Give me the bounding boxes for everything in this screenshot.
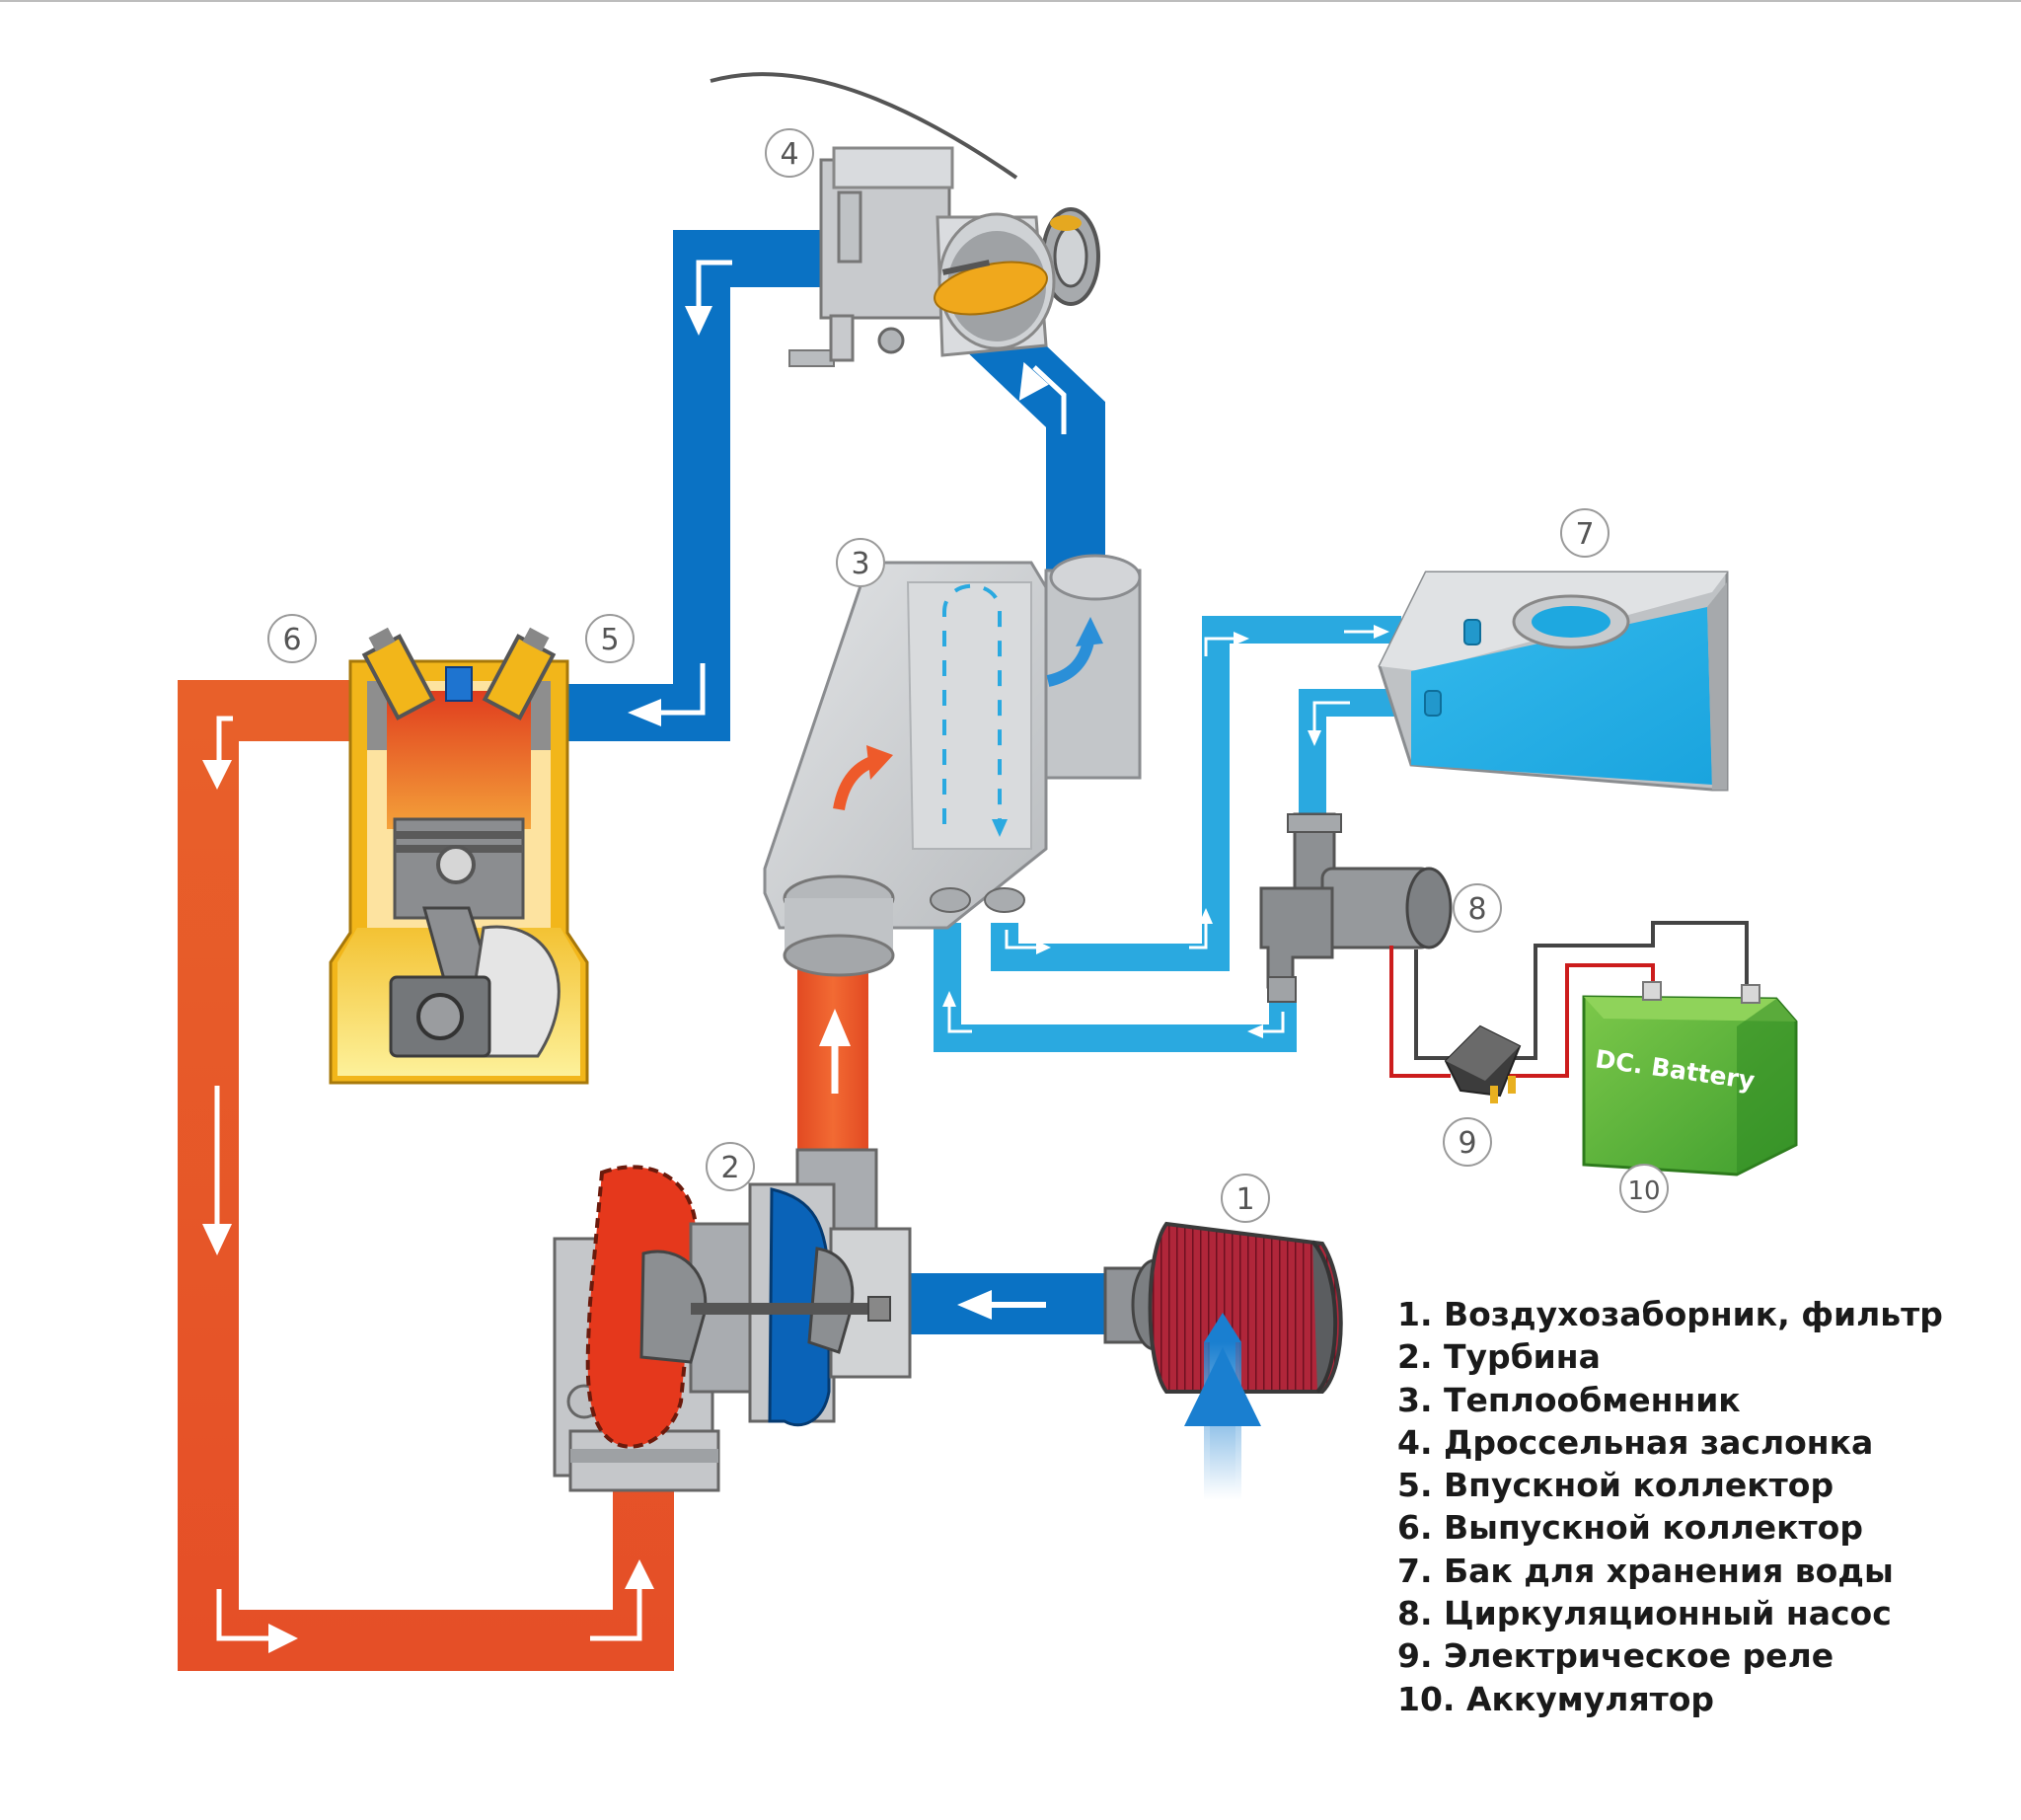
svg-text:2: 2 — [720, 1151, 739, 1185]
number-circle-8: 8 — [1453, 883, 1502, 933]
arrow-exhaust-down-2 — [202, 1224, 232, 1255]
arrow-intake-up — [1204, 1313, 1241, 1342]
svg-text:10: 10 — [1627, 1176, 1660, 1206]
number-circle-7: 7 — [1560, 508, 1609, 558]
svg-text:9: 9 — [1458, 1126, 1476, 1161]
arrow-exhaust-down-1 — [202, 760, 232, 790]
arrow-hot-air-up — [819, 1009, 851, 1046]
legend-item-4: 4. Дроссельная заслонка — [1397, 1422, 1874, 1462]
number-circle-6: 6 — [267, 614, 317, 663]
exhaust-pipe — [178, 680, 674, 1671]
throttle-body — [710, 72, 1100, 367]
water-tank — [1378, 570, 1729, 792]
legend-item-8: 8. Циркуляционный насос — [1397, 1594, 1892, 1633]
cold-air-pipe-filter-to-turbo — [888, 1273, 1115, 1334]
legend-item-5: 5. Впускной коллектор — [1397, 1466, 1834, 1505]
legend-item-1: 1. Воздухозаборник, фильтр — [1397, 1295, 1943, 1333]
number-circle-10: 10 — [1619, 1164, 1669, 1213]
arrow-cool-out-exchanger — [1076, 617, 1103, 646]
air-filter — [1103, 1221, 1343, 1500]
svg-text:8: 8 — [1467, 892, 1486, 927]
turbocharger — [553, 1148, 912, 1492]
spark-plug-icon — [445, 666, 473, 702]
svg-text:4: 4 — [780, 137, 798, 172]
legend-item-10: 10. Аккумулятор — [1397, 1679, 1715, 1718]
svg-text:3: 3 — [851, 547, 869, 581]
arrow-air-left — [957, 1290, 992, 1320]
circulation-pump — [1259, 812, 1453, 1003]
legend-item-9: 9. Электрическое реле — [1397, 1636, 1834, 1676]
arrow-exhaust-right — [268, 1624, 298, 1653]
legend-item-2: 2. Турбина — [1397, 1337, 1601, 1377]
arrow-hot-into-exchanger — [866, 745, 893, 780]
engine-cylinder — [329, 627, 589, 1085]
svg-text:1: 1 — [1235, 1182, 1254, 1217]
arrow-exhaust-turn-top — [216, 716, 233, 760]
arrow-air-down — [685, 306, 712, 336]
number-circles: 1 2 3 4 5 6 7 8 9 10 — [267, 128, 1669, 1223]
arrow-exhaust-up — [625, 1559, 654, 1589]
wiring — [1389, 921, 1749, 1078]
dc-battery: DC. Battery — [1582, 981, 1798, 1176]
arrow-air-left-intake — [628, 699, 661, 726]
number-circle-2: 2 — [706, 1142, 755, 1191]
component-legend: 1. Воздухозаборник, фильтр 2. Турбина 3.… — [1397, 1293, 1943, 1720]
electric-relay — [1444, 1024, 1522, 1103]
cold-air-pipe-exchanger-to-throttle — [951, 294, 1105, 592]
heat-exchanger — [763, 554, 1142, 977]
number-circle-9: 9 — [1443, 1117, 1492, 1167]
number-circle-4: 4 — [765, 128, 814, 178]
number-circle-5: 5 — [585, 614, 635, 663]
arrow-air-up-right — [1018, 361, 1049, 401]
number-circle-3: 3 — [836, 538, 885, 587]
cold-air-pipe-throttle-to-intake — [553, 230, 829, 741]
svg-text:6: 6 — [282, 623, 301, 657]
water-flow-arrows — [942, 625, 1389, 1038]
legend-item-3: 3. Теплообменник — [1397, 1380, 1741, 1419]
legend-item-7: 7. Бак для хранения воды — [1397, 1551, 1894, 1590]
legend-item-6: 6. Выпускной коллектор — [1397, 1508, 1863, 1548]
svg-text:5: 5 — [600, 623, 619, 657]
svg-text:7: 7 — [1575, 517, 1594, 552]
number-circle-1: 1 — [1221, 1174, 1270, 1223]
